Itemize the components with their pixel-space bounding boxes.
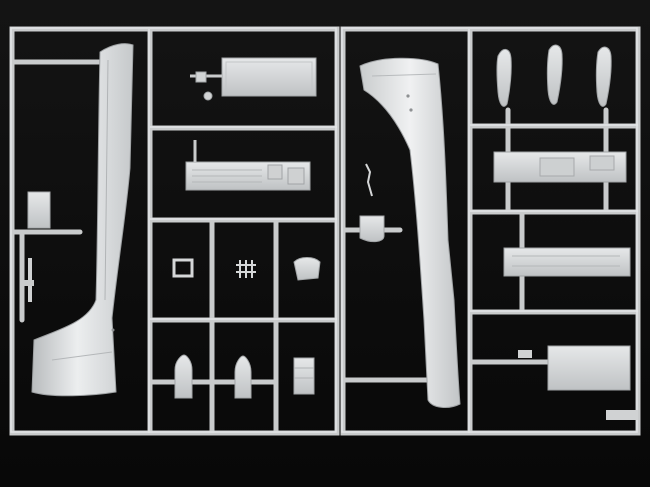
left-small-tab <box>27 191 51 229</box>
left-sprue-highlight <box>10 27 337 433</box>
right-wing-half <box>359 57 461 408</box>
bottom-strip-part <box>606 410 638 420</box>
bracket-part <box>293 257 321 281</box>
left-clip-part <box>20 280 34 286</box>
hook-part <box>365 163 373 197</box>
cup-part <box>359 215 385 243</box>
tiny-pin-part <box>518 350 532 358</box>
square-frame-part <box>172 258 194 278</box>
left-wing-half <box>31 43 134 397</box>
ladder-part <box>236 260 256 278</box>
cover-panel-part <box>190 57 317 101</box>
pod-part-right <box>234 355 252 399</box>
fuselage-insert-part <box>493 151 627 183</box>
cockpit-floor-part <box>185 140 311 191</box>
bay-panel-part <box>503 247 631 277</box>
pod-part-left <box>174 354 193 399</box>
right-sprue-highlight <box>341 27 638 433</box>
flat-plate-part <box>547 345 631 391</box>
propeller-blades <box>496 44 612 107</box>
stack-part <box>293 357 315 395</box>
